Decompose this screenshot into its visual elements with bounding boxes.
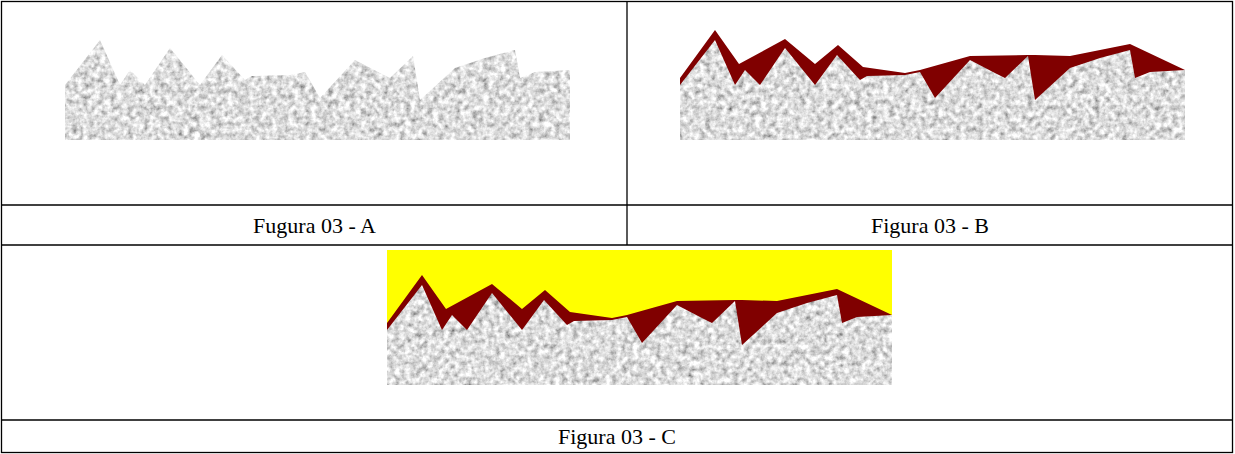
granite-surface <box>387 285 892 385</box>
coating-layer <box>387 275 892 385</box>
granite-surface <box>680 40 1185 140</box>
caption-text: Figura 03 - C <box>558 424 676 450</box>
surface-figure <box>387 250 892 385</box>
granite-surface <box>65 40 570 140</box>
coating-layer <box>680 30 1185 140</box>
caption-text: Figura 03 - B <box>871 213 989 239</box>
figure-caption: Figura 03 - B <box>628 206 1232 245</box>
surface-figure <box>65 40 570 140</box>
figure-caption: Figura 03 - C <box>2 421 1232 452</box>
caption-text: Fugura 03 - A <box>253 213 376 239</box>
surface-figure <box>680 30 1185 140</box>
figure-caption: Fugura 03 - A <box>2 206 627 245</box>
